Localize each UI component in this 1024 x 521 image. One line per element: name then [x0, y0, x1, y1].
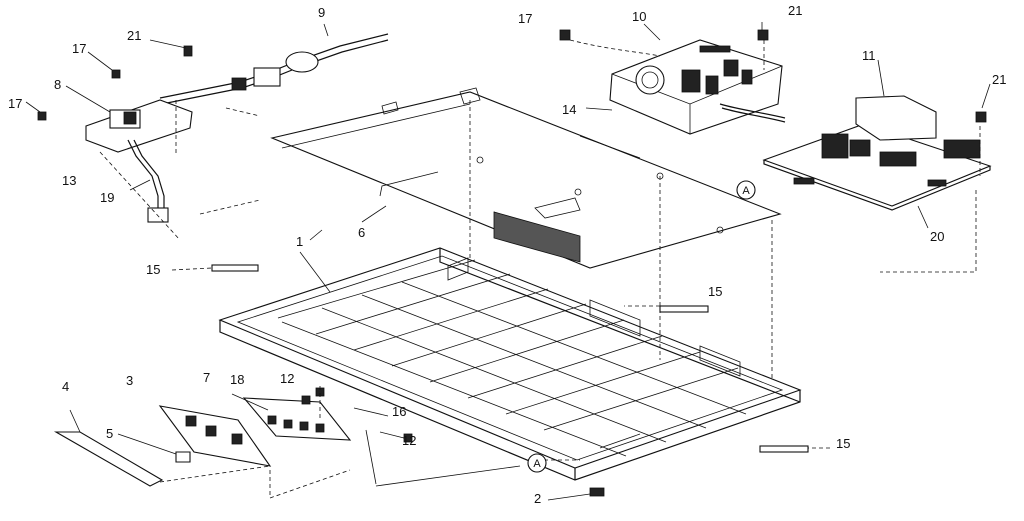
callout-21-top: 21	[788, 3, 802, 18]
callout-19: 19	[100, 190, 114, 205]
callout-17-far-left: 17	[8, 96, 22, 111]
callout-2: 2	[534, 491, 541, 506]
callout-16: 16	[392, 404, 406, 419]
marker-a-top	[736, 180, 756, 200]
callout-14: 14	[562, 102, 576, 117]
callout-4: 4	[62, 379, 69, 394]
leader-lines	[25, 22, 991, 501]
callout-6: 6	[358, 225, 365, 240]
callout-21-right: 21	[992, 72, 1006, 87]
front-panel-parts	[53, 397, 352, 487]
callout-9: 9	[318, 5, 325, 20]
callout-11: 11	[862, 48, 876, 63]
callout-18: 18	[230, 372, 244, 387]
callout-15-left: 15	[146, 262, 160, 277]
callout-5: 5	[106, 426, 113, 441]
callout-12-upper: 12	[280, 371, 294, 386]
callout-numbers: 1 2 3 4 5 6 7 8 9 10 11 12 12 13 14 15 1…	[8, 3, 1006, 506]
callout-10: 10	[632, 9, 646, 24]
callout-12-lower: 12	[402, 433, 416, 448]
power-cord-assembly	[85, 33, 389, 223]
callout-15-bottom: 15	[836, 436, 850, 451]
marker-a-bottom-label: A	[533, 458, 541, 470]
small-parts	[37, 29, 987, 497]
callout-1: 1	[296, 234, 303, 249]
reference-markers: A A	[527, 180, 756, 473]
callout-7: 7	[203, 370, 210, 385]
callout-13: 13	[62, 173, 76, 188]
power-supply-board	[609, 39, 786, 135]
callout-15-right: 15	[708, 284, 722, 299]
callout-21-left: 21	[127, 28, 141, 43]
marker-a-bottom	[527, 453, 547, 473]
callout-20: 20	[930, 229, 944, 244]
callout-17-top: 17	[518, 11, 532, 26]
callout-8: 8	[54, 77, 61, 92]
interface-board	[762, 95, 992, 211]
shield-plate	[270, 87, 782, 269]
base-housing	[218, 247, 802, 481]
marker-a-top-label: A	[742, 185, 750, 197]
callout-17-left: 17	[72, 41, 86, 56]
callout-3: 3	[126, 373, 133, 388]
